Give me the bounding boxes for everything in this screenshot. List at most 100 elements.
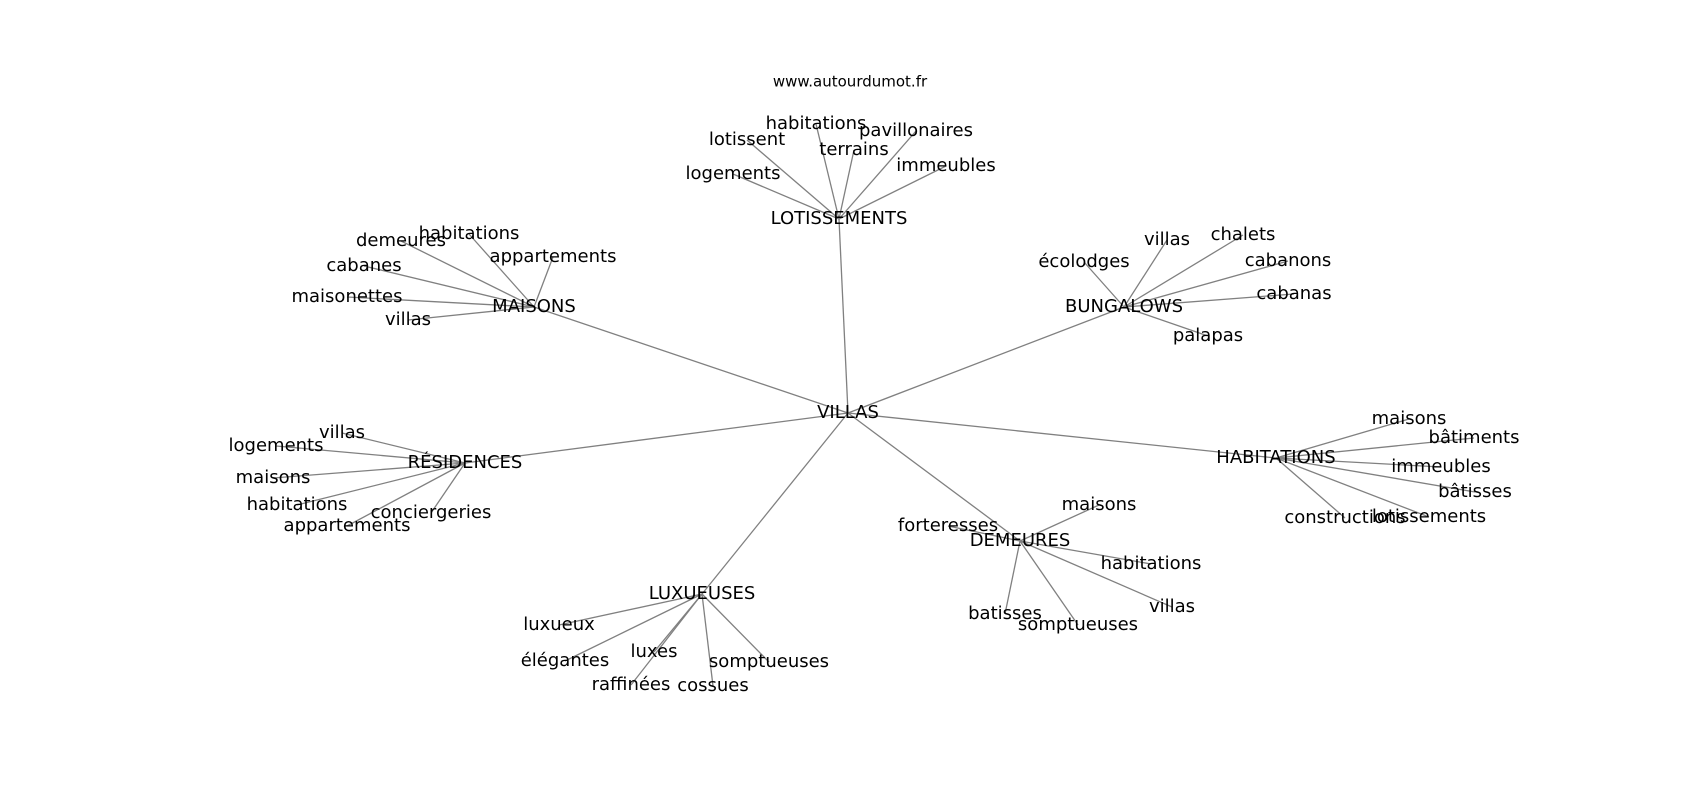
leaf-node-label-luxueuses-cossues: cossues [677, 675, 749, 696]
edge-bungalows-ecolodges [1083, 261, 1125, 308]
hub-node-label-luxueuses: LUXUEUSES [649, 583, 756, 604]
edge-luxueuses-somptueuses [701, 593, 770, 663]
leaf-node-label-bungalows-chalets: chalets [1211, 224, 1276, 245]
hub-node-label-bungalows: BUNGALOWS [1065, 296, 1183, 317]
leaf-node-label-demeures-batisses: batisses [968, 603, 1042, 624]
edge-maisons-villas [407, 306, 535, 321]
edge-villas-residences [464, 412, 849, 464]
edge-demeures-habitations [1019, 540, 1152, 565]
leaf-node-label-bungalows-cabanons: cabanons [1245, 250, 1332, 271]
leaf-node-label-maisons-habitations: habitations [419, 223, 520, 244]
edge-bungalows-chalets [1123, 234, 1244, 308]
edge-villas-bungalows [847, 306, 1125, 414]
edge-demeures-villas [1019, 540, 1173, 608]
edge-maisons-appartements [533, 256, 554, 308]
edge-lotissements-habitations [815, 123, 840, 220]
leaf-node-label-habitations-maisons: maisons [1372, 408, 1447, 429]
leaf-node-label-residences-habitations: habitations [247, 494, 348, 515]
edge-villas-luxueuses [701, 412, 849, 595]
hub-node-label-lotissements: LOTISSEMENTS [771, 208, 908, 229]
center-node-label: VILLAS [817, 402, 879, 423]
leaf-node-label-residences-conciergeries: conciergeries [371, 502, 492, 523]
leaf-node-label-residences-maisons: maisons [236, 467, 311, 488]
leaf-node-label-luxueuses-luxes: luxes [631, 641, 678, 662]
leaf-node-label-maisons-villas: villas [385, 309, 431, 330]
leaf-node-label-habitations-batisses: bâtisses [1438, 481, 1512, 502]
leaf-node-label-habitations-lotissements: lotissements [1372, 506, 1486, 527]
leaf-node-label-lotissements-habitations: habitations [766, 113, 867, 134]
edge-demeures-batisses [1004, 540, 1021, 615]
leaf-node-label-bungalows-ecolodges: écolodges [1038, 251, 1129, 272]
graph-edges [272, 123, 1476, 687]
leaf-node-label-maisons-appartements: appartements [490, 246, 617, 267]
edge-villas-habitations [847, 412, 1277, 459]
hub-node-label-residences: RÉSIDENCES [408, 451, 523, 473]
leaf-node-label-luxueuses-elegantes: élégantes [521, 650, 610, 671]
edge-maisons-habitations [468, 233, 535, 308]
edge-villas-lotissements [838, 218, 849, 414]
edge-habitations-lotissements [1275, 457, 1430, 518]
leaf-node-label-demeures-somptueuses: somptueuses [1018, 614, 1138, 635]
edge-bungalows-cabanas [1123, 293, 1295, 308]
edge-residences-maisons [272, 462, 466, 479]
leaf-node-label-residences-logements: logements [229, 435, 324, 456]
edge-residences-logements [275, 445, 466, 464]
edge-lotissements-pavillonaires [838, 130, 917, 220]
leaf-node-label-luxueuses-somptueuses: somptueuses [709, 651, 829, 672]
leaf-node-label-residences-appartements: appartements [284, 515, 411, 536]
edge-maisons-demeures [400, 240, 535, 308]
edge-luxueuses-raffinees [630, 593, 703, 686]
edge-bungalows-villas [1123, 239, 1168, 308]
edge-maisons-cabanes [363, 265, 535, 308]
hub-node-label-demeures: DEMEURES [970, 530, 1071, 551]
edge-villas-demeures [847, 412, 1021, 542]
leaf-node-label-maisons-cabanes: cabanes [326, 255, 401, 276]
edge-demeures-somptueuses [1019, 540, 1079, 626]
leaf-node-label-bungalows-palapas: palapas [1173, 325, 1243, 346]
site-url-label: www.autourdumot.fr [773, 73, 928, 91]
leaf-node-label-lotissements-logements: logements [686, 163, 781, 184]
edge-residences-conciergeries [430, 462, 466, 514]
leaf-node-label-lotissements-pavillonaires: pavillonaires [859, 120, 973, 141]
hub-node-label-habitations: HABITATIONS [1216, 447, 1335, 468]
leaf-node-label-habitations-batiments: bâtiments [1429, 427, 1520, 448]
leaf-node-label-residences-villas: villas [319, 422, 365, 443]
leaf-node-label-demeures-forteresses: forteresses [898, 515, 998, 536]
leaf-node-label-luxueuses-luxueux: luxueux [523, 614, 595, 635]
edge-bungalows-palapas [1123, 306, 1209, 337]
leaf-node-label-lotissements-lotissent: lotissent [709, 129, 785, 150]
edge-habitations-maisons [1275, 418, 1410, 459]
leaf-node-label-lotissements-terrains: terrains [819, 139, 888, 160]
edge-lotissements-immeubles [838, 165, 947, 220]
edge-lotissements-lotissent [746, 139, 840, 220]
edge-demeures-forteresses [947, 525, 1021, 542]
edge-residences-appartements [346, 462, 466, 527]
leaf-node-label-luxueuses-raffinees: raffinées [592, 674, 671, 695]
leaf-node-label-bungalows-cabanas: cabanas [1256, 283, 1331, 304]
graph-labels: VILLASLOTISSEMENTSlogementslotissenthabi… [229, 113, 1520, 696]
edge-maisons-maisonettes [346, 296, 535, 308]
edge-villas-maisons [533, 306, 849, 414]
edge-habitations-constructions [1275, 457, 1346, 519]
edge-lotissements-logements [732, 173, 840, 220]
edge-residences-villas [341, 432, 466, 464]
edge-luxueuses-luxueux [558, 593, 703, 626]
edge-demeures-maisons [1019, 504, 1100, 542]
edge-luxueuses-elegantes [564, 593, 703, 662]
leaf-node-label-demeures-maisons: maisons [1062, 494, 1137, 515]
leaf-node-label-maisons-maisonettes: maisonettes [291, 286, 402, 307]
leaf-node-label-habitations-immeubles: immeubles [1391, 456, 1490, 477]
edge-lotissements-terrains [838, 149, 855, 220]
leaf-node-label-demeures-habitations: habitations [1101, 553, 1202, 574]
leaf-node-label-habitations-constructions: constructions [1284, 507, 1405, 528]
edge-residences-habitations [296, 462, 466, 506]
edge-habitations-immeubles [1275, 457, 1442, 468]
leaf-node-label-bungalows-villas: villas [1144, 229, 1190, 250]
hub-node-label-maisons: MAISONS [492, 296, 576, 317]
edge-luxueuses-cossues [701, 593, 714, 687]
edge-bungalows-cabanons [1123, 260, 1289, 308]
leaf-node-label-maisons-demeures: demeures [356, 230, 446, 251]
leaf-node-label-demeures-villas: villas [1149, 596, 1195, 617]
leaf-node-label-lotissements-immeubles: immeubles [896, 155, 995, 176]
